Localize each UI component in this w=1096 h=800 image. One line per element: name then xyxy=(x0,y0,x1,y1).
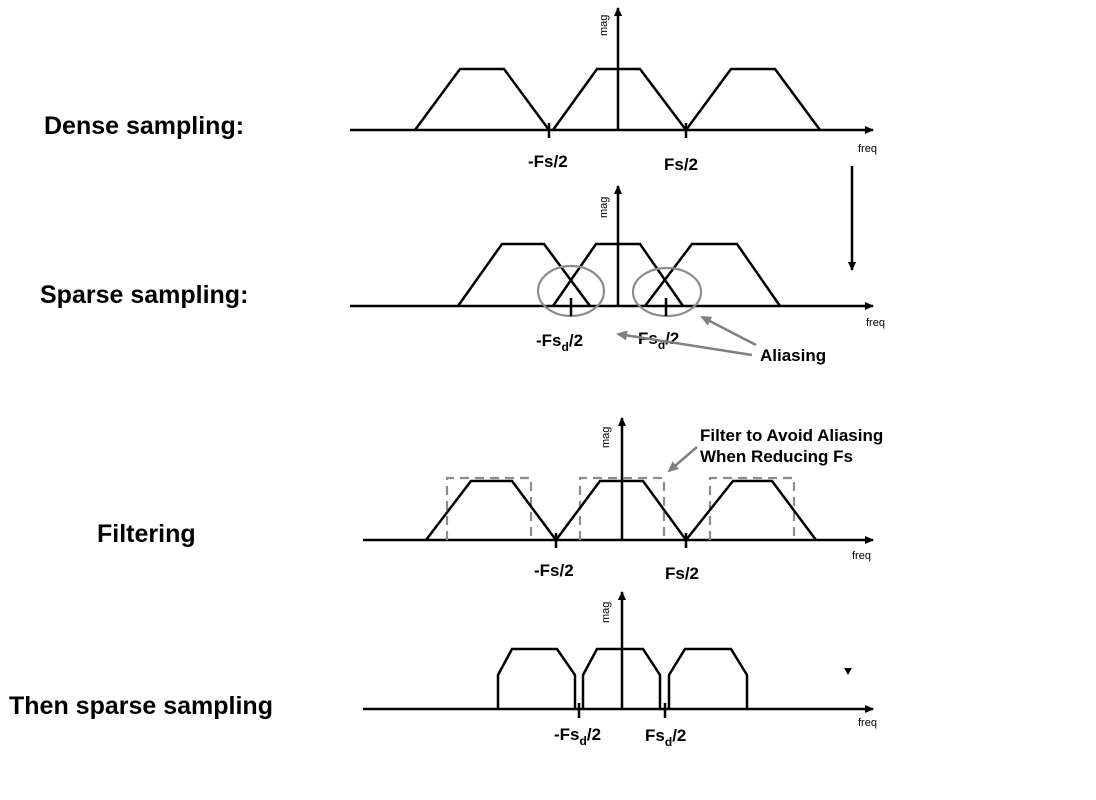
spectrum-replica-left xyxy=(456,242,592,307)
row-label-then-sparse-sampling: Then sparse sampling xyxy=(9,692,273,720)
filter-annotation-pointer xyxy=(667,446,698,473)
tick-label-neg-fsd: -Fsd/2 xyxy=(554,725,601,748)
spectrum-baseband xyxy=(551,242,685,307)
row-label-filtering: Filtering xyxy=(97,520,196,548)
panel-sparse-sampling: mag freq -Fsd/2 Fsd/2 Aliasing xyxy=(350,185,885,365)
freq-axis-title: freq xyxy=(858,717,877,729)
aliasing-pointer-right xyxy=(700,315,757,347)
spectrum-baseband xyxy=(581,647,662,709)
mag-axis-title: mag xyxy=(600,427,612,448)
freq-axis-title: freq xyxy=(858,143,877,155)
panel-dense-sampling: mag freq -Fs/2 Fs/2 xyxy=(350,7,877,174)
spectrum-replica-left xyxy=(413,67,551,131)
aliasing-pointer-left xyxy=(616,330,753,357)
freq-axis-title: freq xyxy=(866,317,885,329)
tick-label-neg-fsd: -Fsd/2 xyxy=(536,331,583,354)
spectrum-replica-right xyxy=(644,242,782,307)
panel-filtering: mag freq -Fs/2 Fs/2 Filter to Avoid Alia… xyxy=(363,417,883,583)
spectrum-baseband xyxy=(554,479,688,541)
mag-axis-title: mag xyxy=(598,197,610,218)
aliasing-annotation: Aliasing xyxy=(760,346,826,365)
tick-label-pos-fsd: Fsd/2 xyxy=(645,726,686,749)
spectrum-replica-left xyxy=(496,647,577,709)
spectrum-baseband xyxy=(551,67,687,131)
freq-axis-title: freq xyxy=(852,550,871,562)
spectrum-replica-right xyxy=(685,479,818,541)
spectrum-replica-right xyxy=(667,647,749,709)
mag-axis-title: mag xyxy=(600,602,612,623)
tick-label-pos-fs: Fs/2 xyxy=(664,155,698,174)
row-label-sparse-sampling: Sparse sampling: xyxy=(40,281,249,309)
panel-then-sparse-sampling: mag freq -Fsd/2 Fsd/2 xyxy=(363,591,877,749)
tick-label-pos-fs: Fs/2 xyxy=(665,564,699,583)
small-arrowhead-mark xyxy=(844,668,852,675)
tick-label-neg-fs: -Fs/2 xyxy=(528,152,568,171)
filter-mask-right xyxy=(708,476,796,540)
tick-label-neg-fs: -Fs/2 xyxy=(534,561,574,580)
spectrum-replica-left xyxy=(425,479,558,541)
filter-mask-left xyxy=(445,476,533,540)
spectrum-replica-right xyxy=(684,67,822,131)
row-label-dense-sampling: Dense sampling: xyxy=(44,112,245,140)
mag-axis-title: mag xyxy=(598,15,610,36)
